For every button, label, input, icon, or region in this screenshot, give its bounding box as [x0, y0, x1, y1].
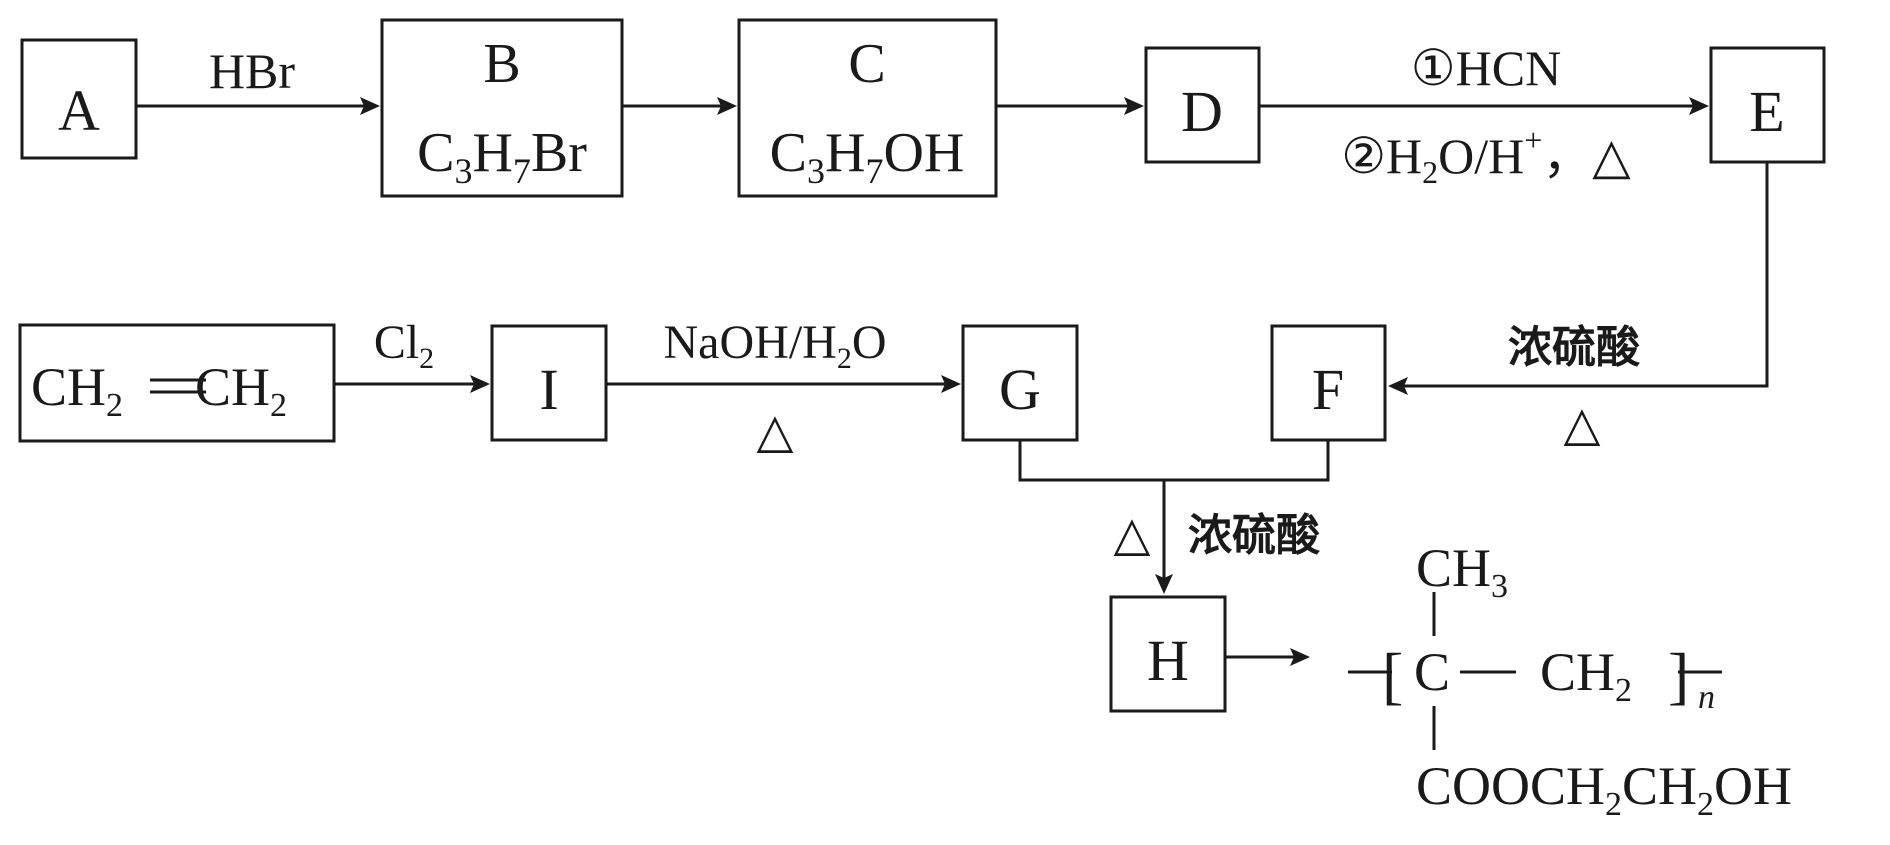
node-i-box: [490, 324, 608, 442]
arrowhead-h-to-polymer: [1290, 648, 1310, 666]
reagent-hcn: ①HCN: [1411, 40, 1561, 96]
reagent-cl2: Cl2: [374, 316, 434, 375]
reagent-conc-h2so4-ef: 浓硫酸: [1508, 322, 1641, 373]
arrowhead-i-to-g: [941, 375, 961, 393]
polymer-subscript-n: n: [1698, 679, 1715, 716]
polymer-ch3: CH3: [1416, 538, 1508, 605]
arrowhead-b-to-c: [717, 97, 737, 115]
node-h-label: H: [1147, 628, 1189, 693]
node-c-box: [737, 18, 998, 198]
reagent-hbr: HBr: [209, 43, 295, 99]
reagent-heat-ef: △: [1564, 396, 1601, 452]
node-i-label: I: [539, 357, 558, 422]
node-c-label: C: [848, 33, 885, 95]
polymer-carbon: C: [1414, 642, 1450, 702]
node-b-formula: C3H7Br: [417, 122, 587, 191]
arrowhead-e-to-f: [1388, 377, 1408, 395]
reagent-heat-ig: △: [757, 403, 794, 459]
node-g-box: [961, 324, 1079, 442]
node-f-label: F: [1312, 357, 1344, 422]
node-a-label: A: [58, 78, 100, 143]
node-f-box: [1270, 324, 1387, 442]
arrowhead-c-to-d: [1124, 97, 1144, 115]
node-e-label: E: [1749, 79, 1784, 144]
reagent-naoh-h2o: NaOH/H2O: [664, 316, 887, 375]
reagent-conc-h2so4-h: 浓硫酸: [1188, 510, 1321, 561]
node-b-label: B: [483, 33, 520, 95]
node-a-box: [20, 38, 138, 160]
polymer-ester-group: COOCH2CH2OH: [1416, 756, 1792, 823]
connector-e-to-f: [1402, 162, 1769, 388]
arrowhead-ethylene-to-i: [470, 375, 490, 393]
polymer-bracket-open: [: [1382, 640, 1403, 711]
node-b-box: [380, 18, 624, 198]
connector-g-f-merge: [1018, 440, 1330, 482]
reagent-hydrolysis: ②H2O/H+，△: [1341, 122, 1631, 190]
arrowhead-d-to-e: [1689, 97, 1709, 115]
node-c-formula: C3H7OH: [770, 122, 965, 191]
polymer-ch2: CH2: [1540, 642, 1632, 709]
arrowhead-gf-to-h: [1155, 574, 1173, 594]
node-g-label: G: [999, 357, 1041, 422]
node-h-box: [1109, 595, 1227, 713]
reagent-heat-h: △: [1114, 506, 1151, 562]
polymer-bracket-close: ]: [1668, 640, 1689, 711]
node-e-box: [1709, 46, 1826, 164]
node-d-label: D: [1181, 79, 1223, 144]
arrowhead-a-to-b: [360, 97, 380, 115]
